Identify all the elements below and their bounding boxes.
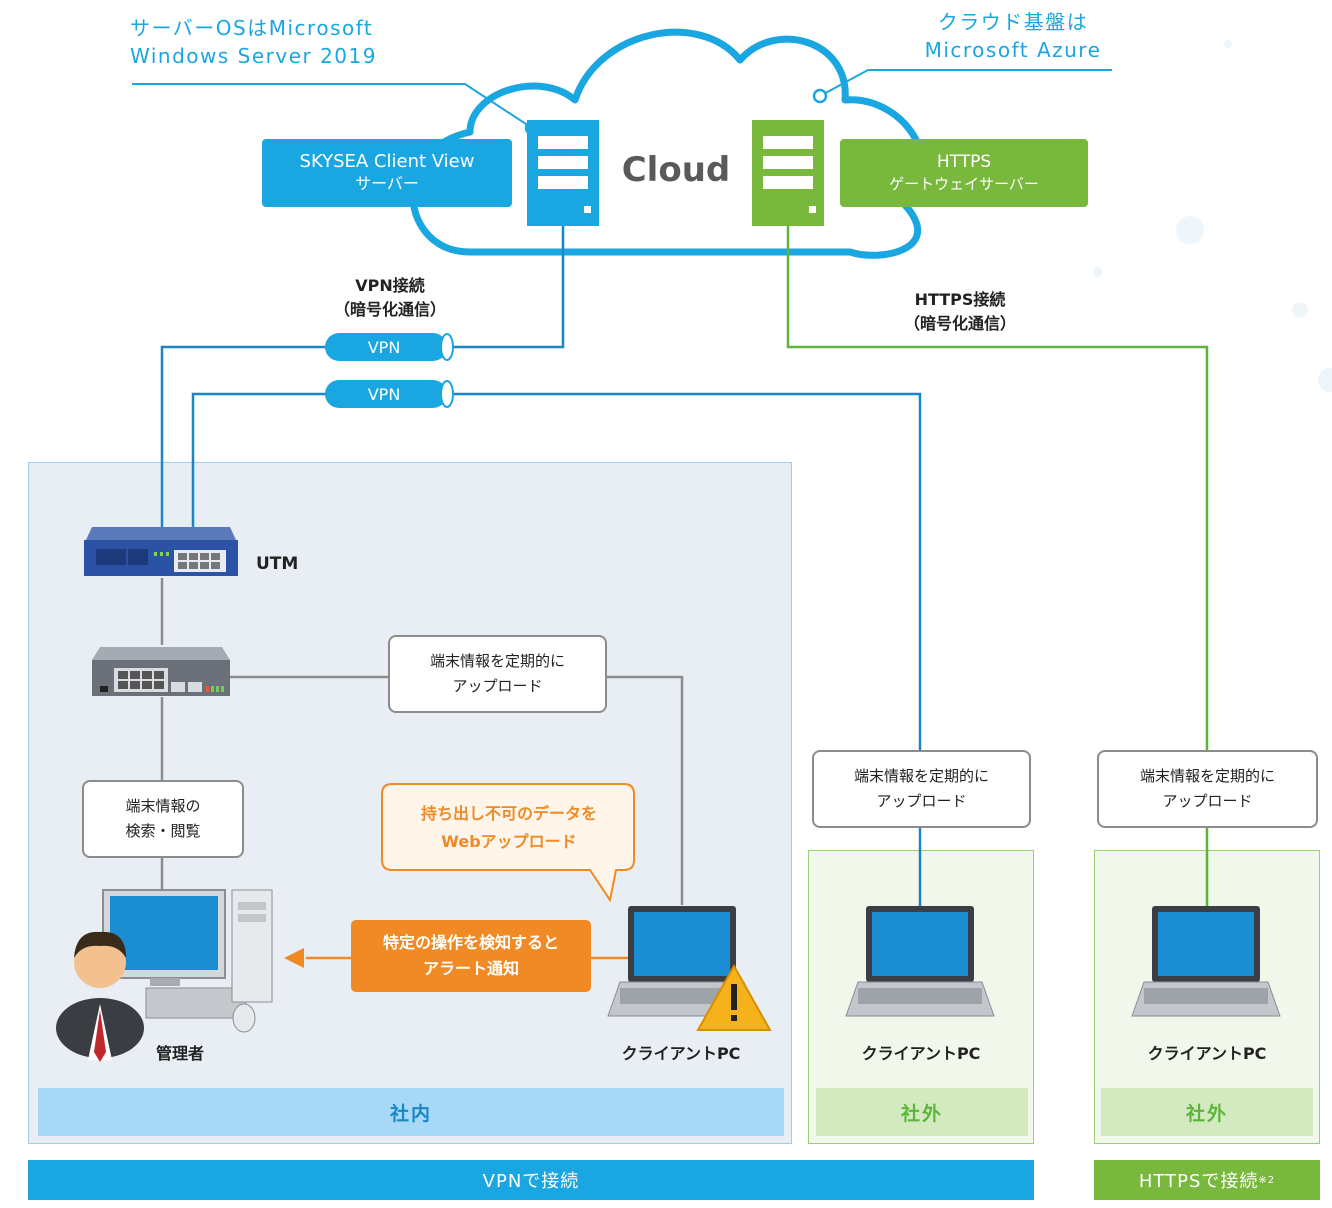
vpn-label-line2: （暗号化通信） (333, 300, 446, 319)
internal-lines (160, 578, 684, 905)
external-https-upload-line2: アップロード (1162, 792, 1253, 810)
utm-label: UTM (256, 554, 299, 574)
https-lines (786, 226, 1209, 908)
https-gateway-line2: ゲートウェイサーバー (889, 175, 1039, 193)
warning-bubble-line2: Webアップロード (441, 832, 577, 851)
vpn-tunnel-1 (325, 333, 454, 361)
vpn-tunnel-label-2: VPN (367, 384, 401, 404)
https-label-line2: （暗号化通信） (903, 314, 1016, 333)
warning-bubble-text: 持ち出し不可のデータを Webアップロード (384, 800, 634, 856)
internal-upload-box: 端末情報を定期的に アップロード (388, 635, 607, 713)
client-laptop-external-https-icon (1131, 906, 1281, 1017)
admin-label: 管理者 (155, 1044, 204, 1063)
external-https-client-label: クライアントPC (1147, 1044, 1267, 1063)
cloud-infra-line1: クラウド基盤は (937, 10, 1089, 34)
external-https-upload-line1: 端末情報を定期的に (1139, 767, 1275, 785)
alert-line2: アラート通知 (422, 959, 519, 978)
external-vpn-zone-label: 社外 (816, 1088, 1028, 1136)
https-label-line1: HTTPS接続 (914, 290, 1006, 309)
gateway-server-icon (752, 120, 824, 226)
cloud-title: Cloud (621, 150, 731, 190)
warning-triangle-icon (696, 963, 772, 1031)
search-view-box: 端末情報の 検索・閲覧 (82, 780, 244, 858)
external-https-upload-box: 端末情報を定期的に アップロード (1097, 750, 1318, 828)
internal-client-label: クライアントPC (621, 1044, 741, 1063)
utm-device-icon (84, 527, 238, 576)
skysea-server-icon (527, 120, 599, 226)
server-os-line1: サーバーOSはMicrosoft (130, 16, 374, 40)
external-vpn-upload-line1: 端末情報を定期的に (853, 767, 989, 785)
search-view-line2: 検索・閲覧 (125, 822, 201, 840)
alert-notification-box: 特定の操作を検知すると アラート通知 (351, 920, 591, 992)
vpn-connection-bar: VPNで接続 (28, 1160, 1034, 1200)
alert-line1: 特定の操作を検知すると (382, 933, 559, 952)
external-vpn-upload-line2: アップロード (876, 792, 967, 810)
skysea-server-line1: SKYSEA Client View (299, 151, 475, 172)
vpn-tunnel-2 (325, 380, 454, 408)
external-vpn-client-label: クライアントPC (861, 1044, 981, 1063)
internal-zone-label: 社内 (38, 1088, 784, 1136)
cloud-infra-line2: Microsoft Azure (924, 38, 1102, 62)
internal-upload-line1: 端末情報を定期的に (429, 652, 565, 670)
warning-bubble-line1: 持ち出し不可のデータを (420, 804, 597, 823)
external-vpn-upload-box: 端末情報を定期的に アップロード (812, 750, 1031, 828)
https-connection-bar: HTTPSで接続※2 (1094, 1160, 1320, 1200)
callout-line-server-os (132, 83, 533, 129)
callout-line-azure (819, 69, 1112, 97)
cloud-infra-callout: クラウド基盤は Microsoft Azure (908, 8, 1118, 64)
vpn-tunnel-label-1: VPN (367, 337, 401, 357)
internal-upload-line2: アップロード (452, 677, 543, 695)
vpn-connection-label: VPN接続 （暗号化通信） (300, 274, 480, 322)
https-bar-label: HTTPSで接続 (1138, 1171, 1259, 1192)
client-laptop-external-vpn-icon (845, 906, 995, 1017)
search-view-line1: 端末情報の (125, 797, 201, 815)
server-os-line2: Windows Server 2019 (130, 44, 377, 68)
vpn-label-line1: VPN接続 (355, 276, 425, 295)
admin-workstation-icon (56, 889, 273, 1062)
https-gateway-line1: HTTPS (936, 152, 992, 172)
https-gateway-label: HTTPS ゲートウェイサーバー (840, 139, 1088, 207)
skysea-server-label: SKYSEA Client View サーバー (262, 139, 512, 207)
external-https-zone-label: 社外 (1101, 1088, 1313, 1136)
warning-speech-bubble (381, 783, 635, 903)
https-bar-note: ※2 (1258, 1174, 1276, 1186)
https-connection-label: HTTPS接続 （暗号化通信） (870, 288, 1050, 336)
skysea-server-line2: サーバー (355, 174, 419, 193)
switch-device-icon (92, 647, 230, 696)
background-dots (1093, 40, 1332, 392)
server-os-callout: サーバーOSはMicrosoft Windows Server 2019 (130, 14, 377, 70)
